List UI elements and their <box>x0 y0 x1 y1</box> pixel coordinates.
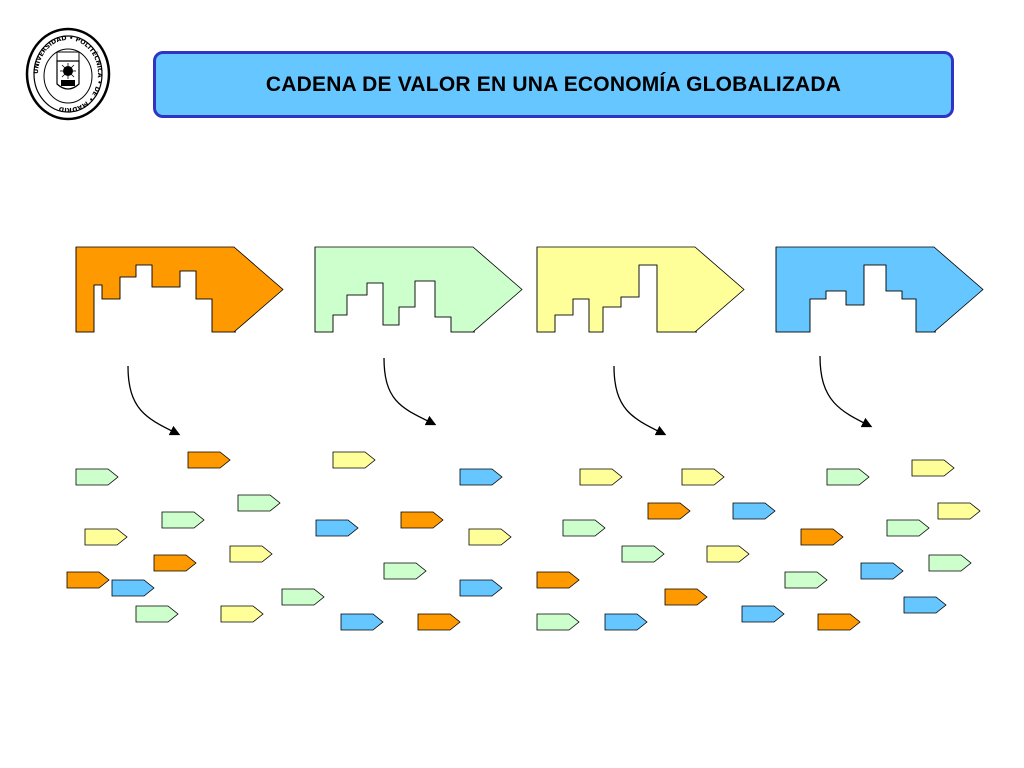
fragment-green <box>928 554 972 572</box>
fragment-green <box>562 519 606 537</box>
page-title: CADENA DE VALOR EN UNA ECONOMÍA GLOBALIZ… <box>265 72 842 96</box>
fragment-orange <box>647 502 691 520</box>
fragment-blue <box>459 468 503 486</box>
fragment-orange <box>664 588 708 606</box>
fragment-green <box>536 613 580 631</box>
fragment-green <box>826 468 870 486</box>
value-chains <box>75 246 984 333</box>
value-chain-4 <box>775 246 984 333</box>
decomposition-arrow-4 <box>819 355 873 428</box>
value-chain-1 <box>75 246 284 333</box>
fragment-blue <box>111 579 155 597</box>
fragment-yellow <box>681 468 725 486</box>
value-chain-3 <box>536 246 745 333</box>
fragment-blue <box>860 562 904 580</box>
fragment-yellow <box>332 451 376 469</box>
fragment-orange <box>66 571 110 589</box>
decomposition-arrow-1 <box>127 365 181 436</box>
fragment-yellow <box>229 545 273 563</box>
fragment-orange <box>187 451 231 469</box>
fragment-blue <box>340 613 384 631</box>
decomposition-arrow-3 <box>613 365 667 436</box>
fragment-yellow <box>937 502 981 520</box>
fragment-orange <box>400 511 444 529</box>
value-chain-4-skyline <box>775 247 936 333</box>
fragment-blue <box>604 613 648 631</box>
fragment-orange <box>817 613 861 631</box>
value-chain-1-skyline <box>75 247 236 333</box>
fragment-yellow <box>468 528 512 546</box>
fragment-yellow <box>911 459 955 477</box>
fragment-green <box>886 519 930 537</box>
fragment-yellow <box>706 545 750 563</box>
fragment-blue <box>903 596 947 614</box>
fragment-yellow <box>220 605 264 623</box>
fragment-orange <box>153 554 197 572</box>
fragment-blue <box>732 502 776 520</box>
title-banner: CADENA DE VALOR EN UNA ECONOMÍA GLOBALIZ… <box>153 51 954 118</box>
fragment-green <box>784 571 828 589</box>
value-chain-2 <box>314 246 523 333</box>
fragment-green <box>281 588 325 606</box>
fragment-orange <box>417 613 461 631</box>
fragment-green <box>161 511 205 529</box>
university-seal-icon: UNIVERSIDAD • POLITÉCNICA • DE • MADRID <box>25 27 111 121</box>
fragment-yellow <box>579 468 623 486</box>
fragment-orange <box>800 528 844 546</box>
fragment-green <box>383 562 427 580</box>
fragment-green <box>621 545 665 563</box>
fragment-yellow <box>84 528 128 546</box>
decomposition-arrows <box>127 355 873 436</box>
decomposition-arrow-2 <box>383 357 437 426</box>
fragment-blue <box>741 605 785 623</box>
chain-fragments <box>66 451 981 631</box>
fragment-blue <box>315 519 359 537</box>
fragment-green <box>237 494 281 512</box>
fragment-green <box>75 468 119 486</box>
value-chain-3-skyline <box>536 247 697 333</box>
fragment-green <box>135 605 179 623</box>
fragment-blue <box>459 579 503 597</box>
fragment-orange <box>536 571 580 589</box>
value-chain-2-skyline <box>314 247 475 333</box>
